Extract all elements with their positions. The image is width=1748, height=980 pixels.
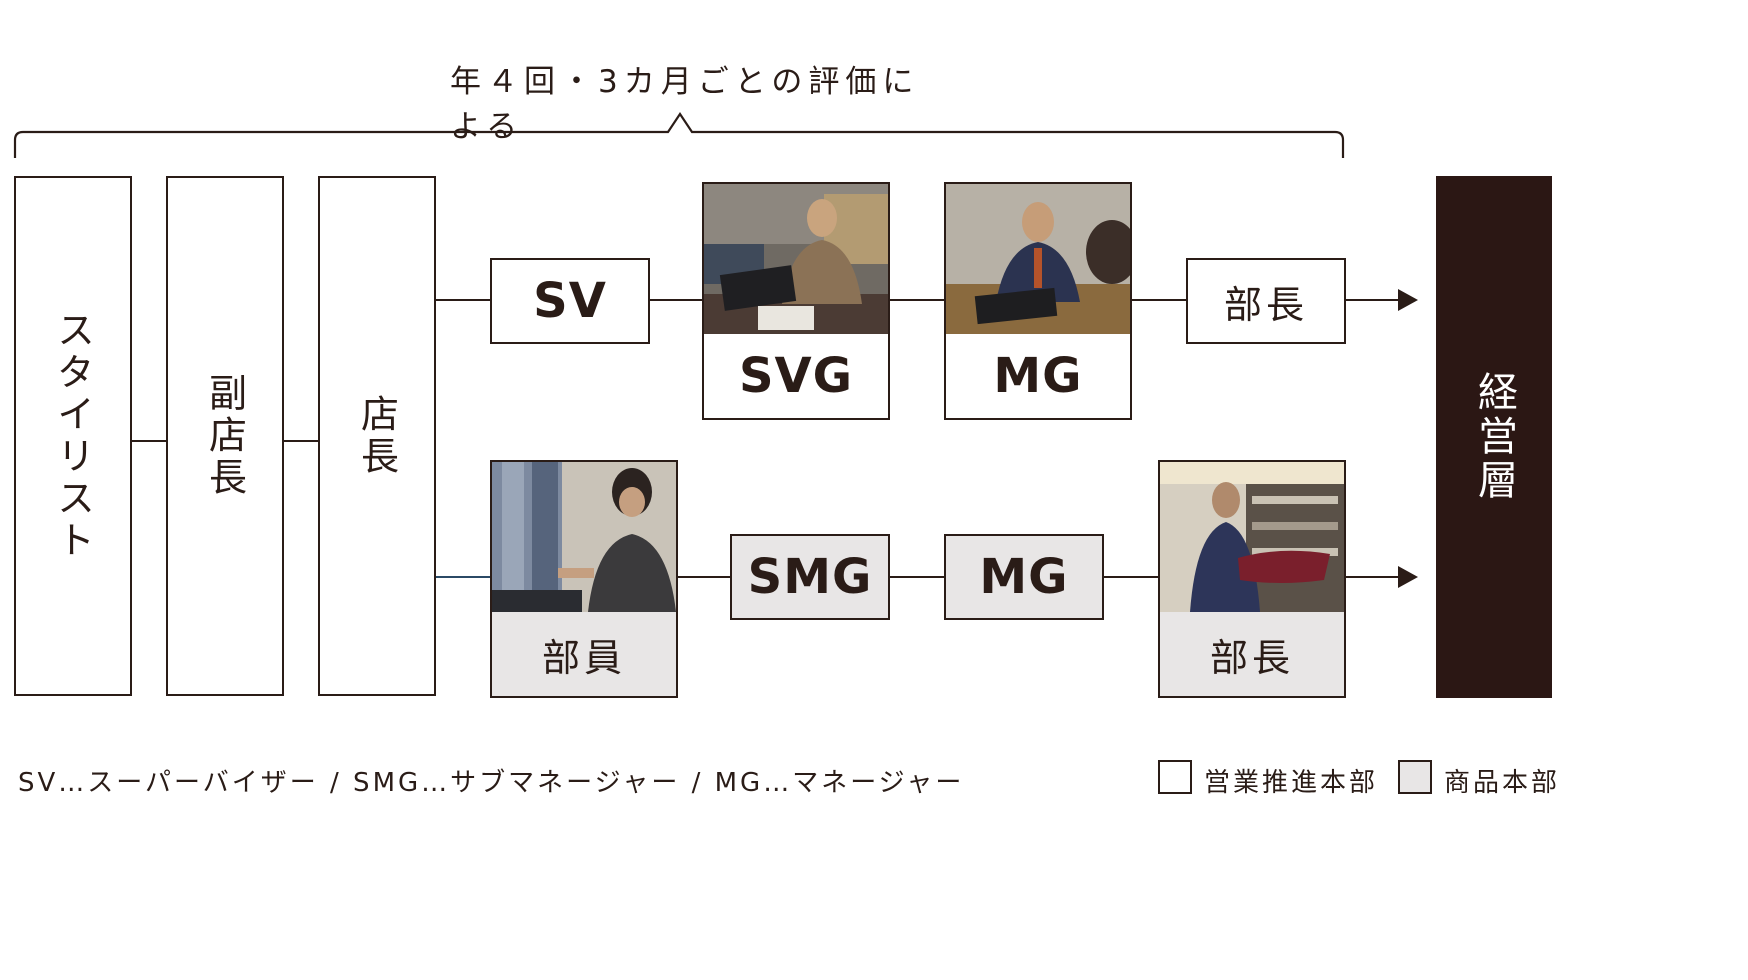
mg-card: MG <box>944 182 1132 420</box>
arrow-line <box>1346 576 1400 578</box>
connector-line <box>132 440 166 442</box>
department-head-card: 部長 <box>1158 460 1346 698</box>
connector-line <box>436 299 490 301</box>
department-head-lower-label: 部長 <box>1209 635 1294 680</box>
legend-label-merchandise: 商品本部 <box>1444 768 1561 798</box>
svg-photo <box>704 184 888 334</box>
connector-line <box>1104 576 1158 578</box>
store-manager-box: 店長 <box>318 176 436 696</box>
brace-bracket <box>13 112 1345 158</box>
connector-line <box>890 576 944 578</box>
arrow-line <box>1346 299 1400 301</box>
legend-swatch-merchandise <box>1398 760 1432 794</box>
executive-label: 経営層 <box>1471 371 1517 503</box>
arrow-right-icon <box>1398 566 1418 588</box>
stylist-label: スタイリスト <box>50 310 95 562</box>
sv-label: SV <box>533 273 607 329</box>
connector-line <box>1132 299 1186 301</box>
legend-label-sales: 営業推進本部 <box>1204 768 1379 798</box>
connector-line <box>890 299 944 301</box>
store-manager-label: 店長 <box>354 394 399 478</box>
mg-box-lower: MG <box>944 534 1104 620</box>
abbreviation-footnote: SV…スーパーバイザー / SMG…サブマネージャー / MG…マネージャー <box>18 768 965 798</box>
department-head-box: 部長 <box>1186 258 1346 344</box>
mg-photo <box>946 184 1130 334</box>
sub-manager-box: 副店長 <box>166 176 284 696</box>
legend-swatch-sales <box>1158 760 1192 794</box>
connector-line <box>436 576 490 578</box>
svg-label: SVG <box>738 348 854 404</box>
arrow-right-icon <box>1398 289 1418 311</box>
smg-label: SMG <box>747 549 873 605</box>
member-photo <box>492 462 676 612</box>
executive-box: 経営層 <box>1436 176 1552 698</box>
sv-box: SV <box>490 258 650 344</box>
connector-line <box>678 576 730 578</box>
sub-manager-label: 副店長 <box>202 373 247 499</box>
member-card: 部員 <box>490 460 678 698</box>
member-label: 部員 <box>541 635 626 680</box>
connector-line <box>284 440 318 442</box>
connector-line <box>650 299 702 301</box>
smg-box: SMG <box>730 534 890 620</box>
diagram-title: 年４回・3カ月ごとの評価による <box>450 64 920 145</box>
svg-card: SVG <box>702 182 890 420</box>
mg-lower-label: MG <box>979 549 1069 605</box>
department-head-label: 部長 <box>1223 282 1308 327</box>
department-head-photo <box>1160 462 1344 612</box>
stylist-box: スタイリスト <box>14 176 132 696</box>
mg-label: MG <box>993 348 1083 404</box>
